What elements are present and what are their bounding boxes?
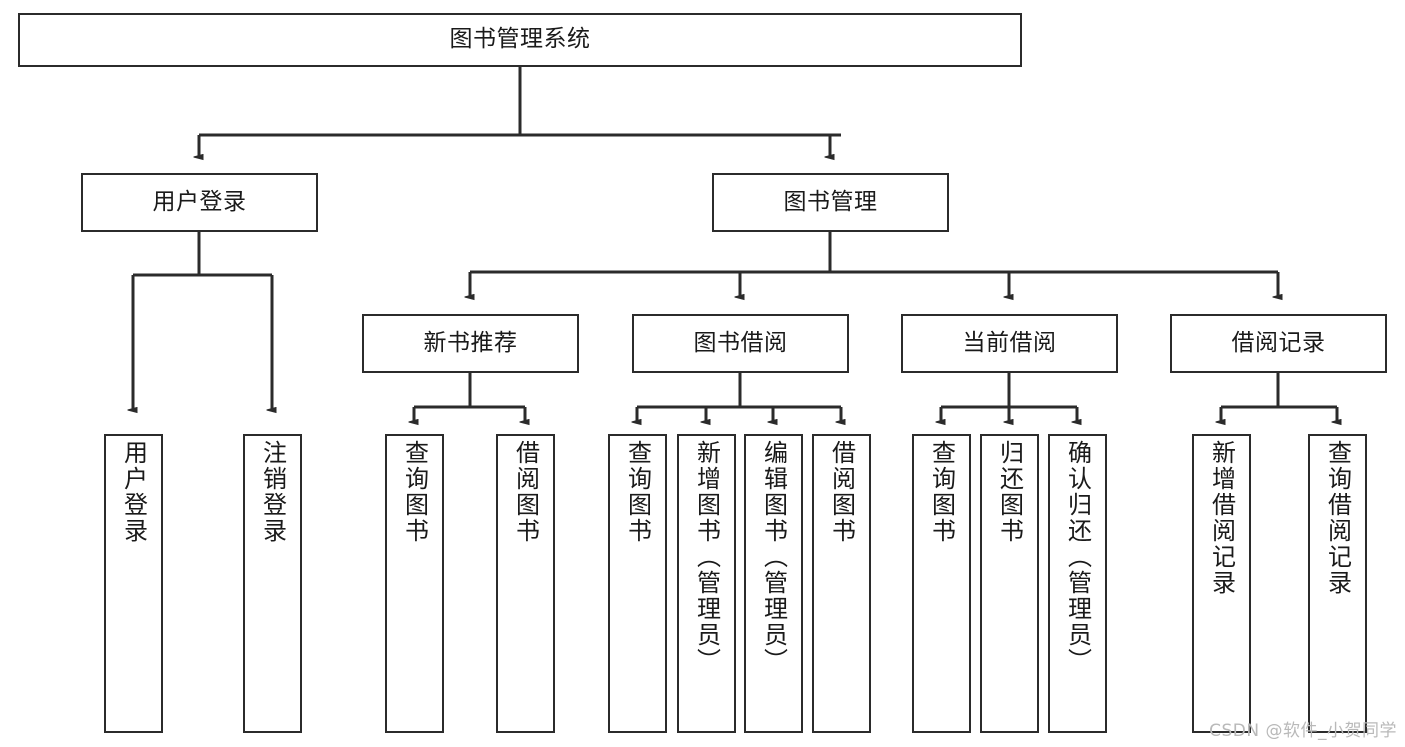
node-borrow-record[interactable]: 借阅记录 — [1170, 314, 1387, 373]
node-current-borrow[interactable]: 当前借阅 — [901, 314, 1118, 373]
node-new-book-recommend[interactable]: 新书推荐 — [362, 314, 579, 373]
node-leaf-borrow-book-1[interactable]: 借阅图书 — [496, 434, 555, 733]
node-book-management[interactable]: 图书管理 — [712, 173, 949, 232]
node-leaf-query-book-3[interactable]: 查询图书 — [912, 434, 971, 733]
node-leaf-borrow-book-2[interactable]: 借阅图书 — [812, 434, 871, 733]
node-label: 归还图书 — [995, 440, 1024, 544]
node-label: 查询图书 — [400, 440, 429, 544]
csdn-watermark: CSDN @软件_小贺同学 — [1209, 721, 1397, 741]
node-root-book-management-system[interactable]: 图书管理系统 — [18, 13, 1022, 67]
node-label: 用户登录 — [119, 440, 148, 544]
node-leaf-query-book-2[interactable]: 查询图书 — [608, 434, 667, 733]
node-label: 新书推荐 — [423, 329, 518, 356]
node-label: 借阅图书 — [511, 440, 540, 544]
node-label: 新增借阅记录 — [1207, 440, 1236, 596]
node-leaf-confirm-return[interactable]: 确认归还（管理员） — [1048, 434, 1107, 733]
node-label: 当前借阅 — [962, 329, 1057, 356]
node-label: 注销登录 — [258, 440, 287, 544]
node-label: 新增图书（管理员） — [692, 440, 721, 674]
node-leaf-query-record[interactable]: 查询借阅记录 — [1308, 434, 1367, 733]
node-leaf-add-record[interactable]: 新增借阅记录 — [1192, 434, 1251, 733]
node-leaf-add-book[interactable]: 新增图书（管理员） — [677, 434, 736, 733]
node-leaf-user-login[interactable]: 用户登录 — [104, 434, 163, 733]
node-book-borrow[interactable]: 图书借阅 — [632, 314, 849, 373]
node-label: 借阅记录 — [1231, 329, 1326, 356]
node-label: 查询图书 — [623, 440, 652, 544]
node-label: 图书借阅 — [693, 329, 788, 356]
node-label: 查询借阅记录 — [1323, 440, 1352, 596]
node-label: 查询图书 — [927, 440, 956, 544]
node-leaf-logout-login[interactable]: 注销登录 — [243, 434, 302, 733]
node-label: 确认归还（管理员） — [1063, 440, 1092, 674]
node-label: 图书管理 — [783, 188, 878, 215]
node-label: 编辑图书（管理员） — [759, 440, 788, 674]
node-leaf-return-book[interactable]: 归还图书 — [980, 434, 1039, 733]
node-label: 用户登录 — [152, 188, 247, 215]
node-user-login[interactable]: 用户登录 — [81, 173, 318, 232]
node-label: 图书管理系统 — [449, 26, 591, 53]
node-leaf-edit-book[interactable]: 编辑图书（管理员） — [744, 434, 803, 733]
node-leaf-query-book-1[interactable]: 查询图书 — [385, 434, 444, 733]
node-label: 借阅图书 — [827, 440, 856, 544]
